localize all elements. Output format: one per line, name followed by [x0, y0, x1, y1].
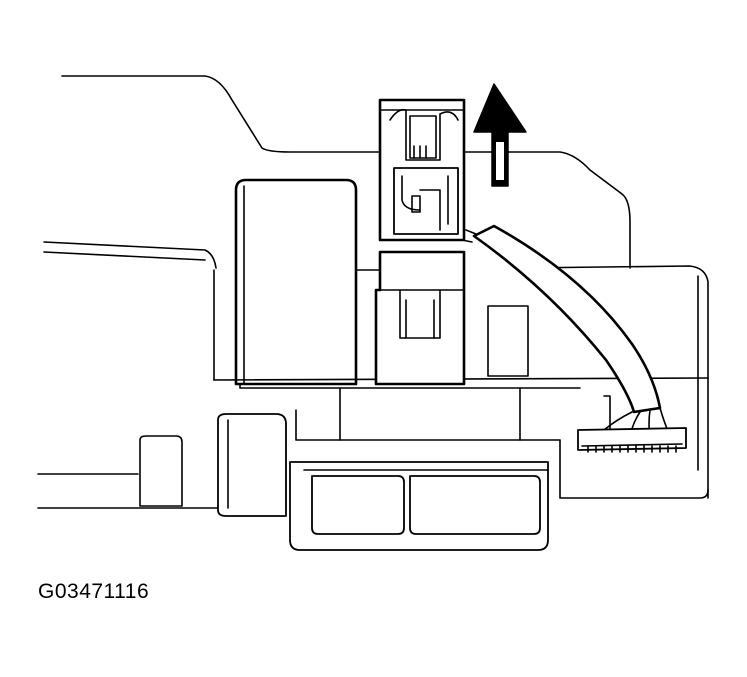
figure-code: G03471116	[38, 580, 150, 603]
module-body	[43, 178, 709, 499]
connector-socket	[374, 250, 466, 386]
fuse-window	[289, 461, 549, 551]
wire-harness	[461, 224, 687, 453]
base-plate	[37, 413, 287, 517]
arrow-up-icon	[473, 83, 527, 187]
connector-plug	[378, 98, 466, 242]
